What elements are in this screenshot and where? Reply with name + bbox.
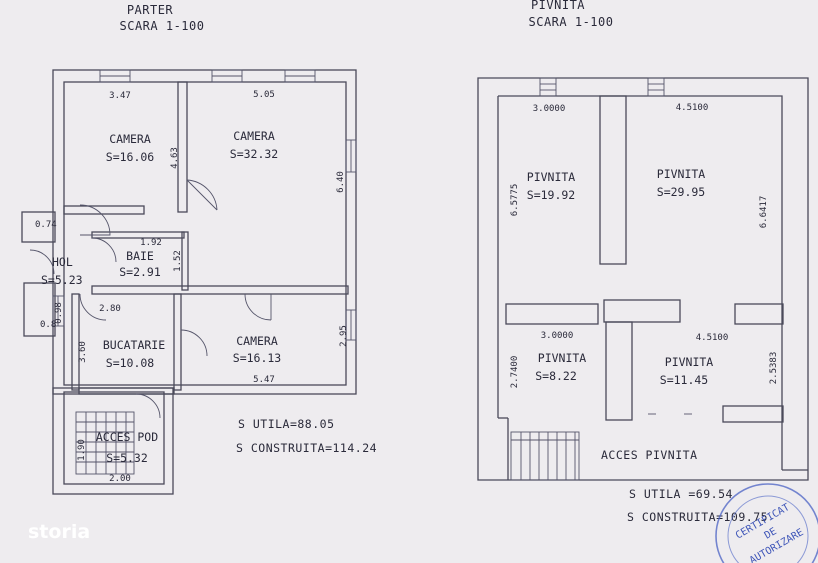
dim-label: 0.74 xyxy=(35,220,57,230)
parter-plan: PARTER SCARA 1-100 xyxy=(21,3,377,495)
parter-windows xyxy=(52,69,357,341)
dim-label: 3.47 xyxy=(109,91,131,101)
room-area: S=16.06 xyxy=(106,150,155,164)
room-name: BAIE xyxy=(126,249,154,263)
room-area: S=5.32 xyxy=(106,451,148,465)
room-name: CAMERA xyxy=(109,132,151,146)
storia-watermark: storia xyxy=(28,521,90,543)
pivnita-windows xyxy=(539,77,665,97)
room-area: S=2.91 xyxy=(119,265,161,279)
room-area: S=10.08 xyxy=(106,356,155,370)
dim-label: 2.5383 xyxy=(769,352,779,385)
dim-label: 0.98 xyxy=(54,302,64,324)
room-area: S=5.23 xyxy=(41,273,83,287)
room-name: CAMERA xyxy=(233,129,275,143)
room-area: S=32.32 xyxy=(230,147,278,161)
dim-label: 3.60 xyxy=(78,341,88,363)
dim-label: 4.63 xyxy=(170,147,180,169)
pivnita-stairs xyxy=(510,431,580,481)
dim-label: 3.0000 xyxy=(533,104,566,114)
dim-label: 2.7400 xyxy=(510,356,520,389)
dim-label: 1.92 xyxy=(140,238,162,248)
dim-label: 6.6417 xyxy=(759,196,769,229)
dim-label: 1.52 xyxy=(173,250,183,272)
parter-built-area: S CONSTRUITA=114.24 xyxy=(236,441,377,455)
parter-inner-walls xyxy=(63,81,349,395)
pivnita-built-area: S CONSTRUITA=109.75 xyxy=(627,510,768,524)
pivnita-plan: PIVNITA SCARA 1-100 xyxy=(477,0,809,524)
room-name: BUCATARIE xyxy=(103,338,165,352)
dim-label: 4.5100 xyxy=(676,103,709,113)
room-name: ACCES POD xyxy=(96,430,158,444)
room-area: S=11.45 xyxy=(660,373,708,387)
parter-scale: SCARA 1-100 xyxy=(120,19,205,33)
dim-label: 3.0000 xyxy=(541,331,574,341)
pivnita-access-label: ACCES PIVNITA xyxy=(601,448,698,462)
parter-doors xyxy=(29,179,272,419)
dim-label: 5.05 xyxy=(253,90,275,100)
room-name: PIVNITA xyxy=(665,355,714,369)
parter-dimensions: 3.47 5.05 4.63 6.40 1.92 1.52 0.74 0.98 … xyxy=(35,90,349,484)
dim-label: 6.40 xyxy=(336,171,346,193)
parter-stairs xyxy=(75,411,135,475)
dim-label: 5.47 xyxy=(253,375,275,385)
room-area: S=8.22 xyxy=(535,369,577,383)
dim-label: 4.5100 xyxy=(696,333,729,343)
dim-label: 2.00 xyxy=(109,474,131,484)
parter-usable-area: S UTILA=88.05 xyxy=(238,417,335,431)
pivnita-usable-area: S UTILA =69.54 xyxy=(629,487,733,501)
stamp-line: DE xyxy=(763,526,779,542)
parter-title: PARTER xyxy=(127,3,174,17)
dim-label: 6.5775 xyxy=(510,184,520,217)
parter-room-labels: CAMERA S=16.06 CAMERA S=32.32 HOL S=5.23… xyxy=(41,129,281,465)
pivnita-dimensions: 3.0000 4.5100 6.5775 6.6417 3.0000 4.510… xyxy=(510,103,779,388)
pivnita-room-labels: PIVNITA S=19.92 PIVNITA S=29.95 PIVNITA … xyxy=(527,167,714,387)
room-area: S=19.92 xyxy=(527,188,575,202)
pivnita-inner-walls xyxy=(505,95,784,423)
pivnita-scale: SCARA 1-100 xyxy=(529,15,614,29)
dim-label: 2.80 xyxy=(99,304,121,314)
dim-label: 1.90 xyxy=(77,439,87,461)
room-area: S=29.95 xyxy=(657,185,705,199)
room-name: HOL xyxy=(52,255,73,269)
watermark-logo: storia xyxy=(28,521,90,543)
room-name: PIVNITA xyxy=(527,170,576,184)
dim-label: 0.8 xyxy=(40,320,56,330)
room-name: PIVNITA xyxy=(657,167,706,181)
pivnita-title: PIVNITA xyxy=(531,0,585,12)
room-name: CAMERA xyxy=(236,334,278,348)
dim-label: 2.95 xyxy=(339,325,349,347)
room-name: PIVNITA xyxy=(538,351,587,365)
pivnita-outer-walls xyxy=(477,77,809,481)
room-area: S=16.13 xyxy=(233,351,282,365)
